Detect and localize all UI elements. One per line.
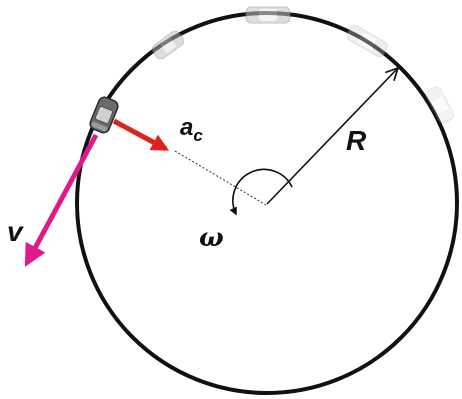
ghost-car-icon [346,24,388,58]
angular-velocity-arrow [229,168,293,216]
acceleration-label-subscript: c [193,126,203,145]
ghost-car-icon [151,30,185,60]
radius-label: R [346,125,367,156]
acceleration-label-main: a [180,114,193,141]
radius-arrow [266,68,398,205]
centripetal-acceleration-arrow [112,118,170,152]
velocity-arrow [24,133,99,267]
car-icon [89,96,119,134]
ghost-car-icon [245,6,291,24]
angular-velocity-label: ω [199,223,224,253]
acceleration-label: ac [180,114,203,145]
velocity-label: v [7,216,24,247]
ghost-car-icon [425,86,455,124]
car-to-center-dotted-line [174,150,267,206]
